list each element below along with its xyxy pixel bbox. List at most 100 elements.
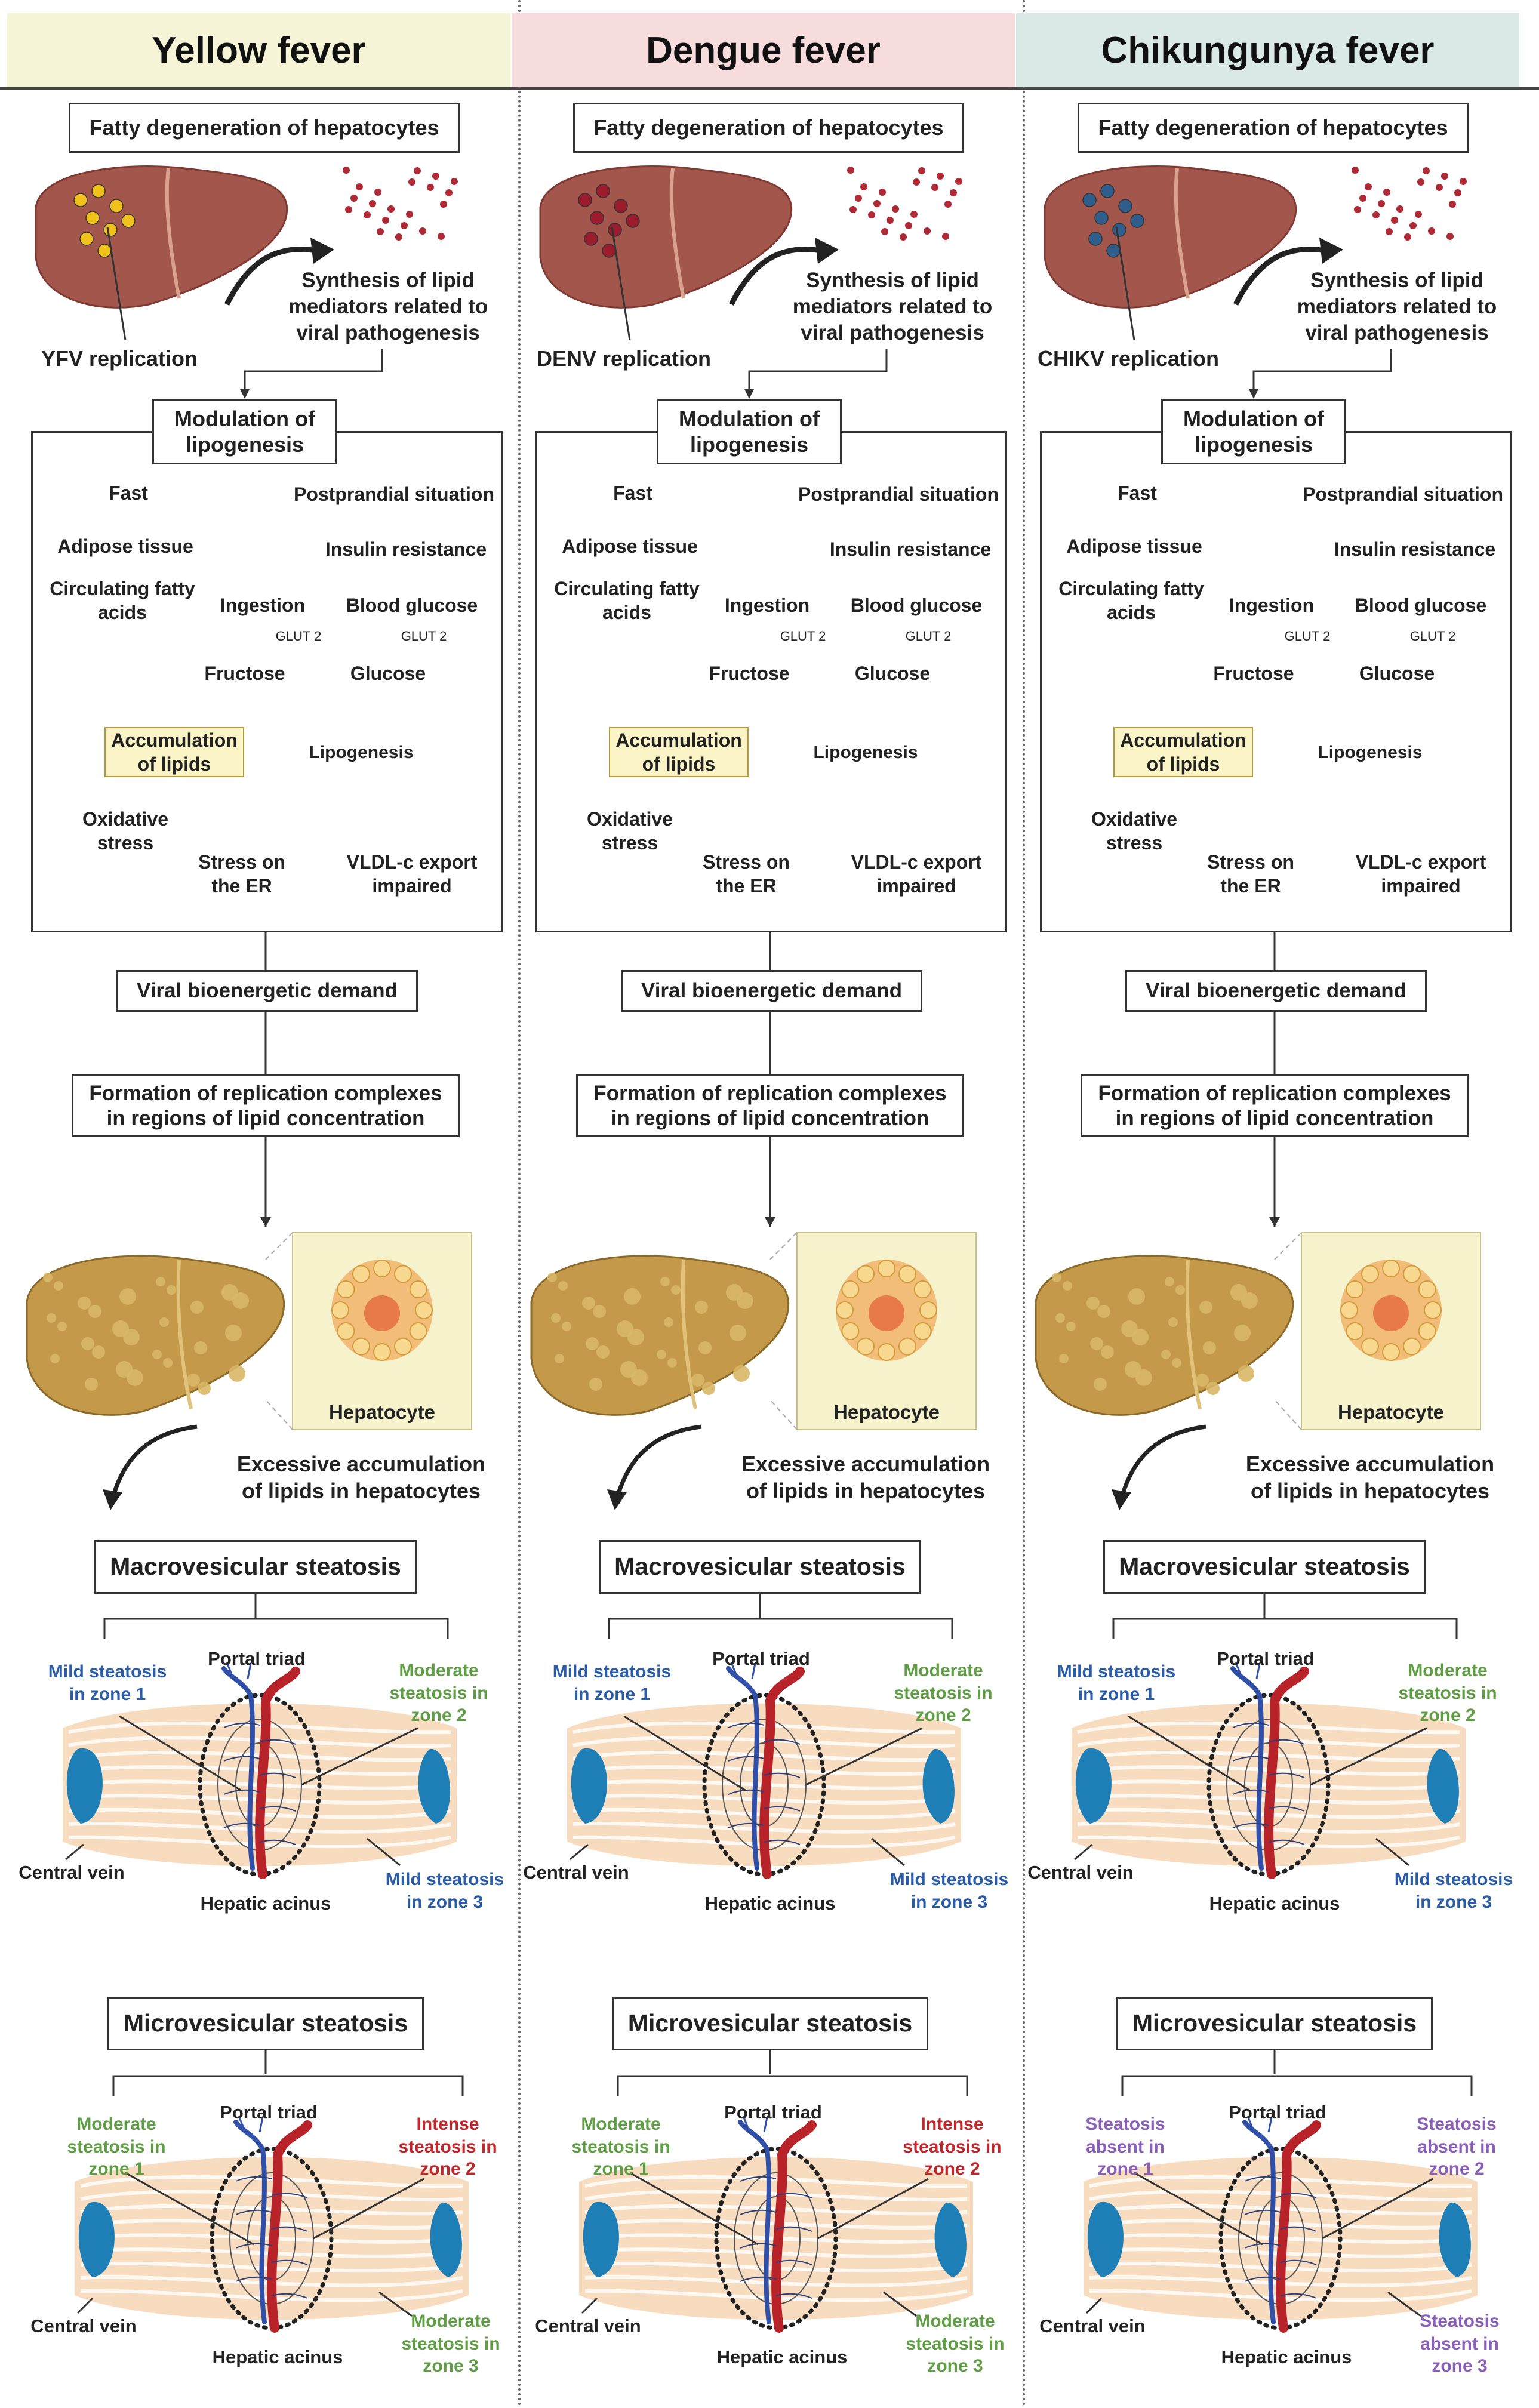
virus-particle-icon (79, 232, 94, 246)
bile-ductule (271, 2293, 308, 2299)
circulating-label: Circulating fatty acids (50, 578, 195, 623)
lipid-mediator-dot (1415, 211, 1422, 218)
lipogenesis-label: Lipogenesis (1318, 743, 1423, 762)
glut2-label: GLUT 2 (275, 629, 322, 643)
central-vein-left-icon (1075, 1748, 1112, 1824)
arrowhead-icon (240, 389, 250, 399)
adipose-label: Adipose tissue (1066, 535, 1202, 557)
connector-line (1310, 1727, 1427, 1786)
insulin-label: Insulin resistance (1334, 538, 1496, 560)
stress-er-label: Stress on the ER (198, 851, 285, 897)
falciform-ligament (669, 168, 685, 299)
fat-spot (1086, 1297, 1100, 1310)
curved-arrow (224, 247, 317, 306)
lipid-vacuole-icon (331, 1301, 349, 1319)
virus-particle-icon (109, 199, 124, 213)
lipid-vacuole-icon (373, 1260, 391, 1277)
bile-ductule (1268, 1806, 1305, 1812)
fat-spot (562, 1322, 571, 1331)
arrowhead-icon (310, 238, 334, 264)
fat-spot (737, 1292, 753, 1309)
column-header (7, 13, 510, 87)
connector-line (817, 2178, 929, 2240)
fat-spot (1101, 1345, 1114, 1359)
synthesis-label: Synthesis of lipid mediators related to … (792, 269, 993, 344)
macrovesicular-title-box: Macrovesicular steatosis (94, 1540, 417, 1594)
lipid-vacuole-icon (1361, 1337, 1379, 1356)
lipid-mediator-dot (900, 233, 907, 241)
fat-spot (691, 1374, 704, 1387)
portal-triad-label: Portal triad (1217, 1648, 1315, 1669)
portal-triad-label: Portal triad (220, 2102, 318, 2123)
fat-spot (631, 1369, 648, 1386)
bile-ductule (764, 1806, 801, 1812)
virus-particle-icon (1118, 199, 1132, 213)
lipid-mediator-dot (1352, 167, 1359, 174)
bile-ductule (775, 2226, 812, 2232)
lipid-mediator-dot (942, 233, 949, 240)
microvesicular-title-box: Microvesicular steatosis (612, 1997, 928, 2050)
lipid-mediator-dot (855, 195, 862, 202)
lipid-vacuole-icon (919, 1301, 937, 1319)
bile-ductule (740, 2176, 777, 2182)
lipid-vacuole-icon (1382, 1343, 1400, 1361)
lipid-vacuole-icon (1346, 1280, 1364, 1298)
fatty-liver-icon (1035, 1255, 1294, 1416)
vldl-label: VLDL-c export impaired (346, 851, 478, 897)
lipogenesis-panel (31, 431, 503, 932)
column-divider (1023, 0, 1025, 2408)
macro-zone1-label: Mild steatosis in zone 1 (552, 1662, 672, 1704)
hepatic-acinus-diagram (1072, 1662, 1466, 1879)
lipid-mediator-dot (432, 173, 439, 180)
virus-particle-icon (584, 232, 598, 246)
adipose-label: Adipose tissue (562, 535, 698, 557)
formation-box: Formation of replication complexes in re… (1081, 1074, 1469, 1137)
hepatocyte-label: Hepatocyte (1338, 1401, 1444, 1423)
lipid-mediator-dot (1436, 184, 1443, 191)
lipid-mediator-dot (1372, 211, 1380, 218)
fat-spot (119, 1288, 136, 1305)
fat-spot (1168, 1317, 1178, 1327)
fat-spot (547, 1273, 557, 1282)
bile-ductule (271, 2226, 308, 2232)
fat-spot (88, 1305, 101, 1318)
micro-zone2-label: Intense steatosis in zone 2 (398, 2114, 497, 2179)
fat-spot (1199, 1301, 1212, 1314)
fat-spot (1206, 1382, 1220, 1395)
circulating-label: Circulating fatty acids (1058, 578, 1204, 623)
lipid-mediator-dot (408, 178, 415, 186)
modulation-box: Modulation of lipogenesis (1161, 399, 1346, 464)
blood-glucose-label: Blood glucose (346, 595, 478, 616)
bile-ductule (223, 1722, 260, 1728)
fast-label: Fast (109, 482, 148, 504)
excessive-label: Excessive accumulation of lipids in hepa… (741, 1452, 990, 1503)
fatty-degeneration-box: Fatty degeneration of hepatocytes (1078, 103, 1469, 153)
connector-line (617, 2075, 968, 2096)
vessel-branch (1246, 2116, 1273, 2138)
micro-zone2-label: Intense steatosis in zone 2 (903, 2114, 1002, 2179)
curved-arrow (1233, 247, 1326, 306)
lipid-mediator-dot (356, 183, 363, 190)
micro-zone3-label: Moderate steatosis in zone 3 (906, 2311, 1005, 2376)
oxidative-label: Oxidative stress (586, 808, 673, 854)
connector-line (883, 2291, 917, 2317)
fat-spot (229, 1365, 245, 1382)
bile-ductule (223, 1822, 260, 1828)
lipid-mediator-dot (873, 200, 881, 207)
fat-spot (667, 1358, 677, 1368)
column-divider (518, 0, 521, 2408)
micro-zone1-label: Steatosis absent in zone 1 (1085, 2114, 1165, 2179)
bioenergetic-box: Viral bioenergetic demand (116, 970, 418, 1012)
fat-spot (664, 1317, 673, 1327)
postprandial-label: Postprandial situation (293, 484, 495, 505)
lipid-mediator-dot (1354, 206, 1361, 213)
virus-particle-icon (73, 193, 88, 207)
bile-ductule (271, 2259, 308, 2265)
blood-glucose-label: Blood glucose (850, 595, 983, 616)
bile-ductule (764, 1839, 801, 1845)
lipid-vacuole-icon (841, 1280, 860, 1298)
connector-line (1252, 349, 1392, 394)
fat-spot (1132, 1329, 1149, 1345)
replication-label: CHIKV replication (1037, 346, 1220, 371)
